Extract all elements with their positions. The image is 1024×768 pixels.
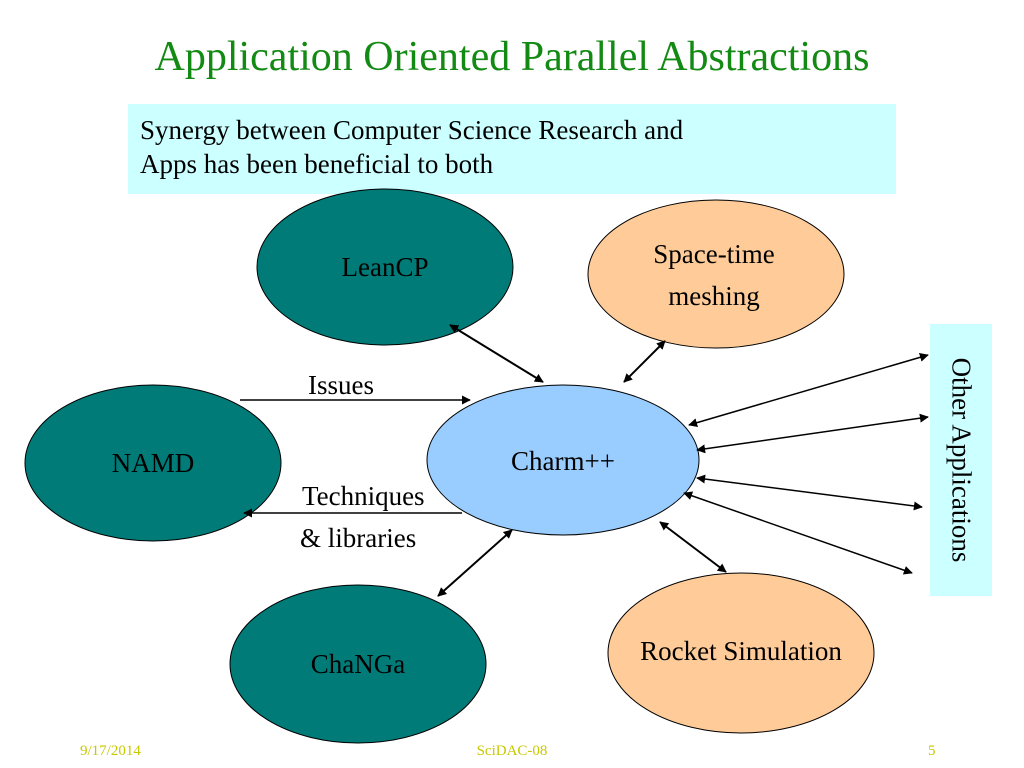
techniques-label-line-1: Techniques: [302, 481, 425, 511]
changa-node: [229, 584, 487, 744]
other-app-arrow-4: [683, 491, 913, 575]
rocket-label: Rocket Simulation: [640, 636, 842, 666]
leancp-charm-arrow: [449, 324, 544, 383]
changa-charm-arrow: [437, 529, 513, 597]
spacetime-label-line-2: meshing: [668, 281, 760, 311]
techniques-label-line-2: & libraries: [300, 523, 416, 553]
leancp-label: LeanCP: [342, 252, 429, 282]
rocket-charm-arrow: [659, 521, 727, 573]
leancp-node: [256, 188, 514, 346]
callout-line-1: Synergy between Computer Science Researc…: [140, 115, 684, 145]
charm-label: Charm++: [511, 446, 615, 476]
other-applications-box: [930, 324, 992, 596]
synergy-callout: Synergy between Computer Science Researc…: [128, 104, 896, 194]
charm-node: [426, 384, 700, 536]
footer-date: 9/17/2014: [80, 743, 141, 759]
changa-label: ChaNGa: [311, 649, 405, 679]
issues-label: Issues: [308, 370, 374, 400]
namd-node: [24, 384, 282, 542]
spacetime-charm-arrow: [623, 340, 666, 383]
other-app-arrow-2: [696, 413, 929, 454]
slide-title: Application Oriented Parallel Abstractio…: [154, 34, 870, 80]
footer-page-number: 5: [928, 743, 936, 759]
other-app-arrow-1: [688, 352, 929, 428]
footer-center: SciDAC-08: [476, 743, 548, 759]
callout-line-2: Apps has been beneficial to both: [140, 148, 494, 179]
spacetime-label-line-1: Space-time: [653, 239, 774, 269]
namd-label: NAMD: [112, 448, 195, 478]
spacetime-node: [587, 199, 845, 349]
other-app-arrow-3: [696, 474, 923, 511]
